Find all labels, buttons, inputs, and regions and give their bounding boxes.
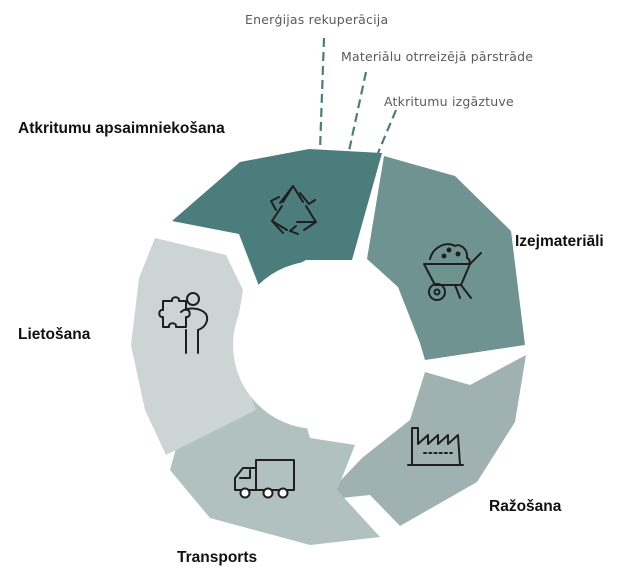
stage-label-production: Ražošana [489,498,562,515]
segment-raw-materials [367,156,525,360]
stage-label-waste-management: Atkritumu apsaimniekošana [18,120,225,137]
recycle-icon [270,185,317,235]
ring-center [233,261,401,429]
stage-label-use: Lietošana [18,326,91,343]
leader-line-landfill [376,109,398,154]
landfill-label: Atkritumu izgāztuve [384,94,514,109]
material-recycling-label: Materiālu otrreizējā pārstrāde [341,49,534,64]
factory-icon [407,427,464,466]
leader-line-energy-recovery [318,37,326,151]
waste-output-leaders [318,37,398,154]
stage-label-raw-materials: Izejmateriāli [515,233,604,250]
stage-label-transport: Transports [177,549,258,566]
ring-segments [131,149,526,545]
segment-use [131,238,256,455]
segment-waste-management [172,149,382,286]
truck-icon [234,459,295,499]
leader-line-recycling [347,71,368,152]
wheelbarrow-icon [423,243,482,301]
energy-recovery-label: Enerģijas rekuperācija [245,12,389,27]
person-puzzle-icon [158,292,209,354]
segment-production [322,355,526,526]
